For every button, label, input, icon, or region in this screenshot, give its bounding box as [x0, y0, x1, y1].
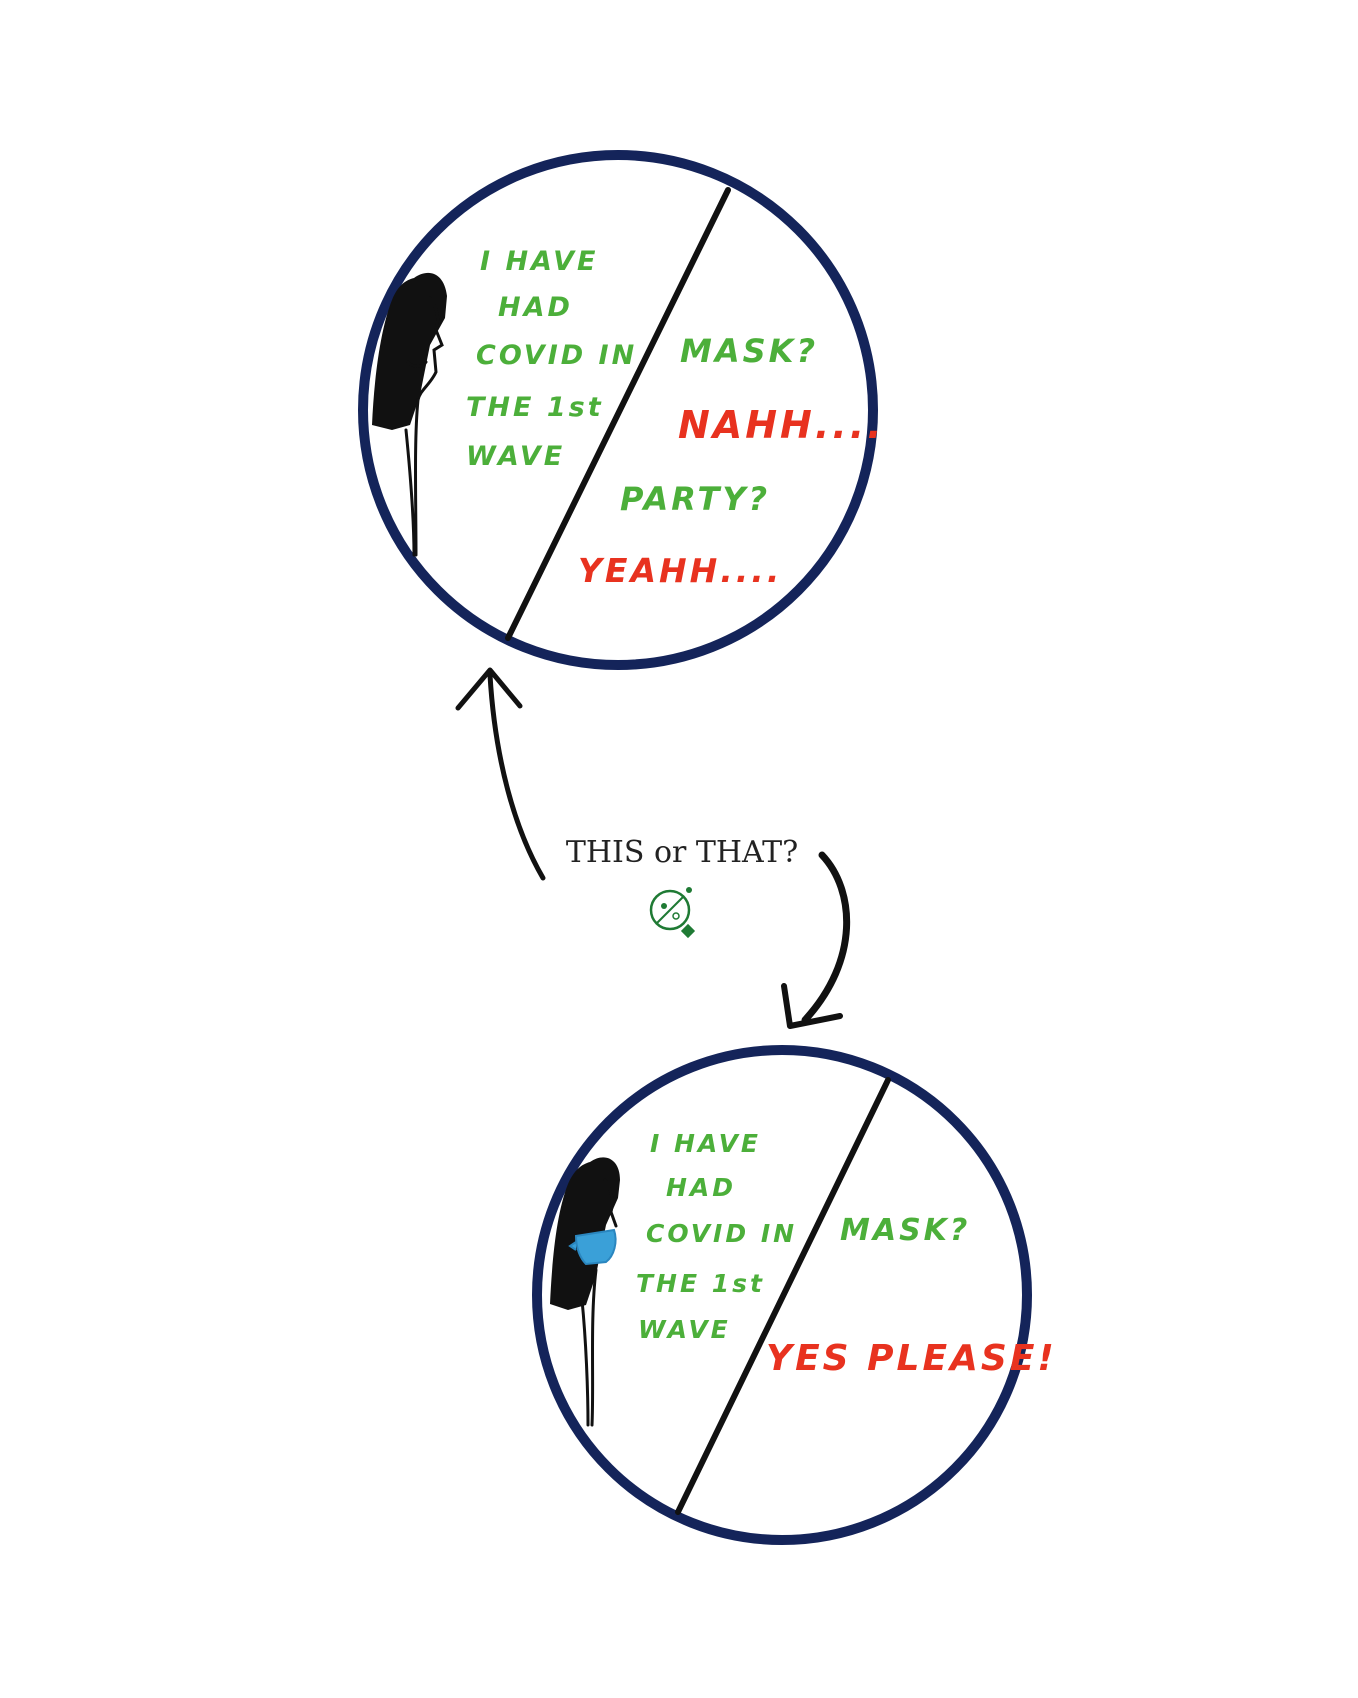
bottom-left-line-4: THE 1st — [636, 1269, 765, 1298]
magnifier-virus-logo-icon — [649, 887, 696, 939]
top-left-line-4: THE 1st — [466, 392, 604, 423]
top-left-line-2: HAD — [498, 292, 573, 323]
caption: THIS or THAT? — [566, 835, 798, 870]
top-a2: YEAHH.... — [578, 551, 782, 590]
woman-figure-top — [372, 272, 447, 557]
smile — [406, 360, 428, 368]
top-left-line-3: COVID IN — [476, 340, 637, 371]
bottom-q1: MASK? — [840, 1213, 970, 1248]
bottom-left-line-1: I HAVE — [650, 1129, 761, 1158]
face-profile — [416, 296, 444, 402]
neck-body — [404, 398, 420, 557]
bottom-left-line-2: HAD — [666, 1173, 736, 1202]
bottom-left-line-5: WAVE — [638, 1315, 731, 1344]
neck-body — [580, 1268, 598, 1427]
bottom-a1: YES PLEASE! — [766, 1338, 1057, 1379]
bottom-panel: I HAVE HAD COVID IN THE 1st WAVE MASK? Y… — [532, 1045, 1057, 1545]
bottom-right-text: MASK? YES PLEASE! — [766, 1213, 1057, 1379]
top-right-text: MASK? NAHH.... PARTY? YEAHH.... — [578, 332, 885, 590]
top-left-line-1: I HAVE — [480, 246, 598, 277]
bottom-left-line-3: COVID IN — [646, 1219, 797, 1248]
curved-arrow-down-icon — [781, 851, 851, 1029]
woman-figure-bottom — [550, 1157, 620, 1427]
top-q1: MASK? — [680, 332, 818, 370]
bottom-left-text: I HAVE HAD COVID IN THE 1st WAVE — [636, 1129, 797, 1344]
top-panel: I HAVE HAD COVID IN THE 1st WAVE MASK? N… — [358, 150, 885, 670]
bottom-panel-divider — [675, 1077, 891, 1515]
top-panel-divider — [505, 187, 731, 641]
face-profile — [603, 1178, 618, 1228]
face-mask-icon — [568, 1228, 617, 1266]
hair — [372, 272, 447, 430]
top-a1: NAHH.... — [678, 403, 885, 447]
top-left-line-5: WAVE — [466, 441, 565, 472]
top-left-text: I HAVE HAD COVID IN THE 1st WAVE — [466, 246, 637, 472]
curved-arrow-up-icon — [455, 667, 546, 881]
top-q2: PARTY? — [620, 480, 770, 518]
